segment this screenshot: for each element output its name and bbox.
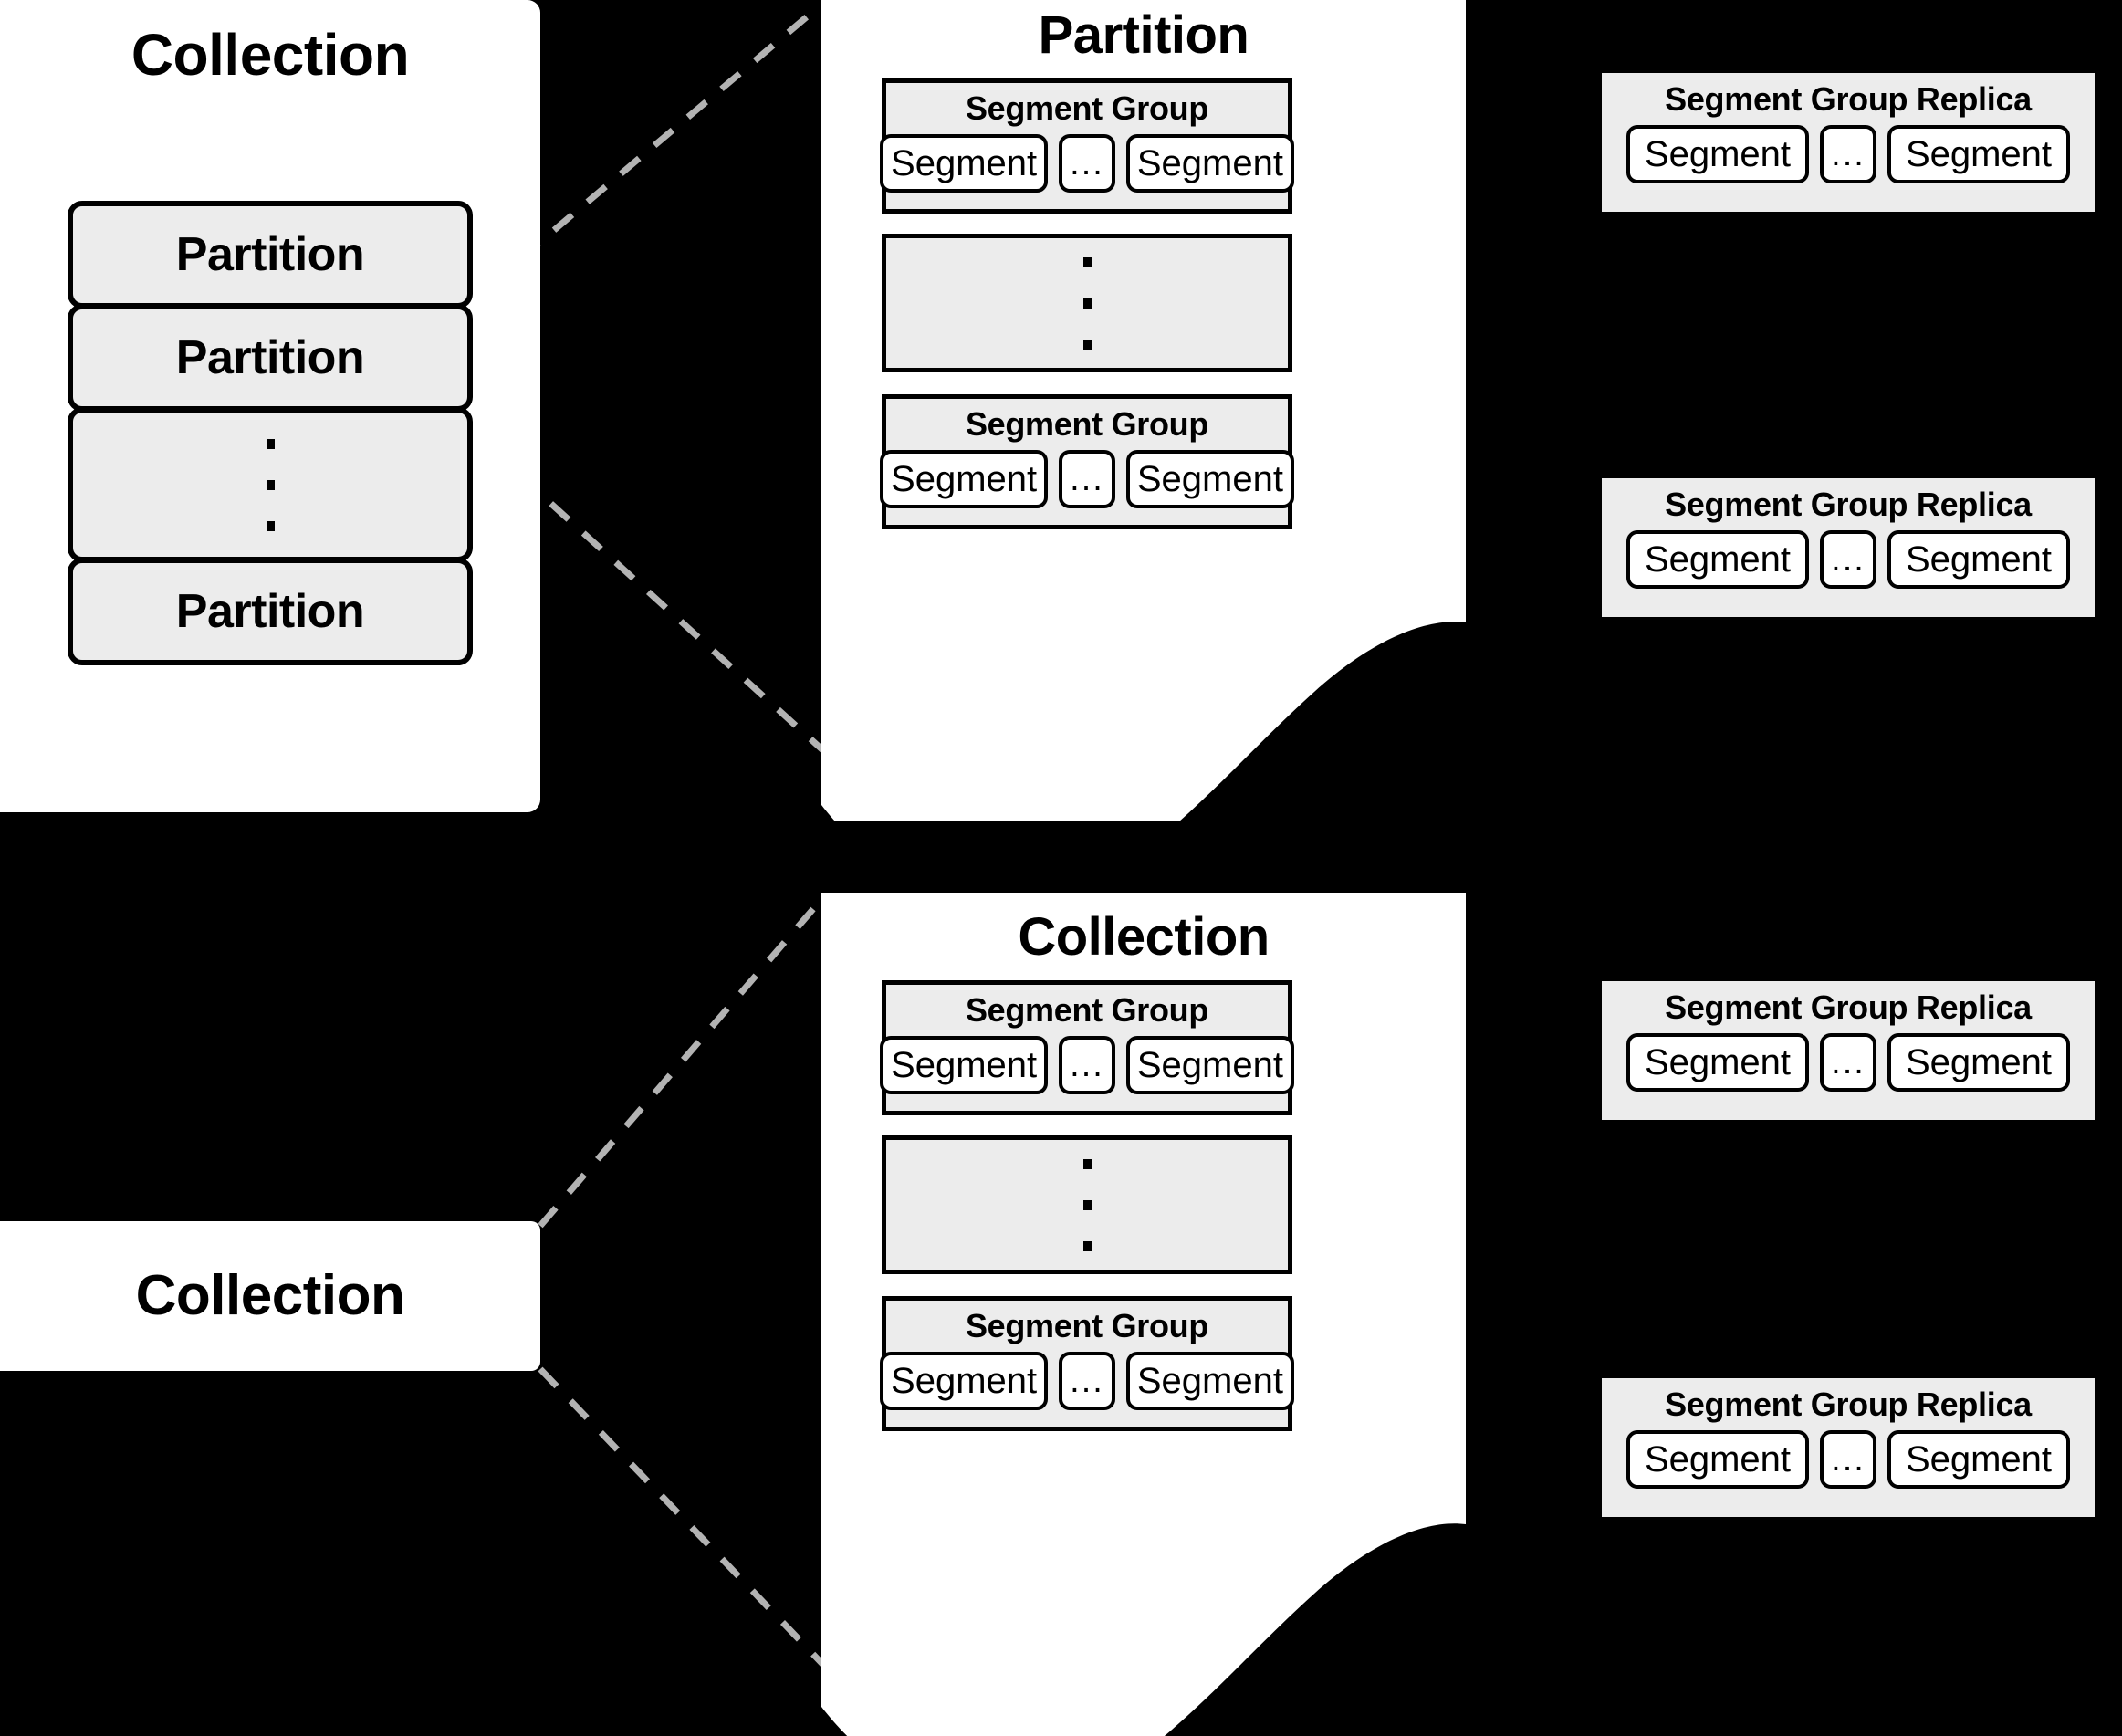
bottom-left-collection-title: Collection	[135, 1264, 405, 1327]
segment-box[interactable]: Segment	[1887, 125, 2070, 183]
segment-ellipsis-box: ...	[1820, 1430, 1876, 1489]
segment-ellipsis-box: ...	[1820, 125, 1876, 183]
top-left-collection-panel: Collection Partition Partition Partition	[0, 0, 540, 812]
segment-box[interactable]: Segment	[1626, 125, 1809, 183]
segment-box[interactable]: Segment	[1125, 1036, 1294, 1094]
top-partition-panel: Partition Segment Group Segment ... Segm…	[821, 0, 1466, 821]
top-partition-title: Partition	[1038, 5, 1249, 65]
bottom-collection-panel: Collection Segment Group Segment ... Seg…	[821, 893, 1466, 1736]
segment-row: Segment ... Segment	[1602, 125, 2095, 183]
vertical-ellipsis-icon	[73, 413, 467, 557]
segment-box[interactable]: Segment	[1887, 530, 2070, 589]
top-left-collection-title: Collection	[131, 22, 410, 88]
segment-group-title: Segment Group	[965, 1307, 1209, 1344]
segment-box[interactable]: Segment	[880, 1036, 1049, 1094]
segment-group-replica-3[interactable]: Segment Group Replica Segment ... Segmen…	[1602, 981, 2095, 1120]
segment-row: Segment ... Segment	[880, 1352, 1294, 1410]
connector-collection-bottom	[538, 1366, 827, 1668]
replica-title: Segment Group Replica	[1665, 80, 2032, 118]
segment-group-title: Segment Group	[965, 405, 1209, 443]
segment-box[interactable]: Segment	[1125, 134, 1294, 193]
partition-label: Partition	[175, 331, 365, 384]
segment-group-1[interactable]: Segment Group Segment ... Segment	[880, 980, 1294, 1115]
connector-collection-top	[538, 894, 827, 1229]
segment-group-1[interactable]: Segment Group Segment ... Segment	[880, 78, 1294, 214]
segment-group-ellipsis	[882, 1135, 1292, 1274]
segment-box[interactable]: Segment	[1125, 1352, 1294, 1410]
segment-box[interactable]: Segment	[880, 450, 1049, 508]
partition-label: Partition	[175, 585, 365, 638]
torn-page-shape	[821, 893, 1466, 1736]
partition-item-2[interactable]: Partition	[68, 304, 473, 412]
partition-stack: Partition Partition Partition	[68, 201, 473, 701]
segment-group-ellipsis	[882, 234, 1292, 372]
torn-page-shape	[821, 0, 1466, 821]
segment-box[interactable]: Segment	[1626, 1033, 1809, 1092]
partition-item-1[interactable]: Partition	[68, 201, 473, 309]
segment-group-replica-2[interactable]: Segment Group Replica Segment ... Segmen…	[1602, 478, 2095, 617]
segment-ellipsis-box: ...	[1059, 134, 1115, 193]
partition-label: Partition	[175, 228, 365, 281]
segment-group-2[interactable]: Segment Group Segment ... Segment	[880, 1296, 1294, 1431]
segment-group-replica-1[interactable]: Segment Group Replica Segment ... Segmen…	[1602, 73, 2095, 212]
segment-group-replica-4[interactable]: Segment Group Replica Segment ... Segmen…	[1602, 1378, 2095, 1517]
segment-row: Segment ... Segment	[880, 1036, 1294, 1094]
bottom-collection-title: Collection	[1018, 907, 1270, 967]
segment-box[interactable]: Segment	[1125, 450, 1294, 508]
segment-group-title: Segment Group	[965, 991, 1209, 1029]
bottom-left-collection-box[interactable]: Collection	[0, 1221, 540, 1371]
segment-box[interactable]: Segment	[1626, 1430, 1809, 1489]
segment-row: Segment ... Segment	[1602, 530, 2095, 589]
segment-box[interactable]: Segment	[880, 134, 1049, 193]
segment-ellipsis-box: ...	[1820, 1033, 1876, 1092]
segment-box[interactable]: Segment	[880, 1352, 1049, 1410]
segment-box[interactable]: Segment	[1887, 1033, 2070, 1092]
segment-ellipsis-box: ...	[1059, 1036, 1115, 1094]
segment-ellipsis-box: ...	[1059, 450, 1115, 508]
segment-group-title: Segment Group	[965, 89, 1209, 127]
replica-title: Segment Group Replica	[1665, 988, 2032, 1026]
segment-ellipsis-box: ...	[1059, 1352, 1115, 1410]
segment-row: Segment ... Segment	[1602, 1033, 2095, 1092]
replica-title: Segment Group Replica	[1665, 1386, 2032, 1423]
segment-box[interactable]: Segment	[1626, 530, 1809, 589]
segment-ellipsis-box: ...	[1820, 530, 1876, 589]
segment-row: Segment ... Segment	[880, 450, 1294, 508]
partition-item-3[interactable]: Partition	[68, 558, 473, 665]
segment-box[interactable]: Segment	[1887, 1430, 2070, 1489]
partition-ellipsis	[68, 407, 473, 562]
segment-row: Segment ... Segment	[880, 134, 1294, 193]
segment-row: Segment ... Segment	[1602, 1430, 2095, 1489]
segment-group-2[interactable]: Segment Group Segment ... Segment	[880, 394, 1294, 529]
replica-title: Segment Group Replica	[1665, 486, 2032, 523]
